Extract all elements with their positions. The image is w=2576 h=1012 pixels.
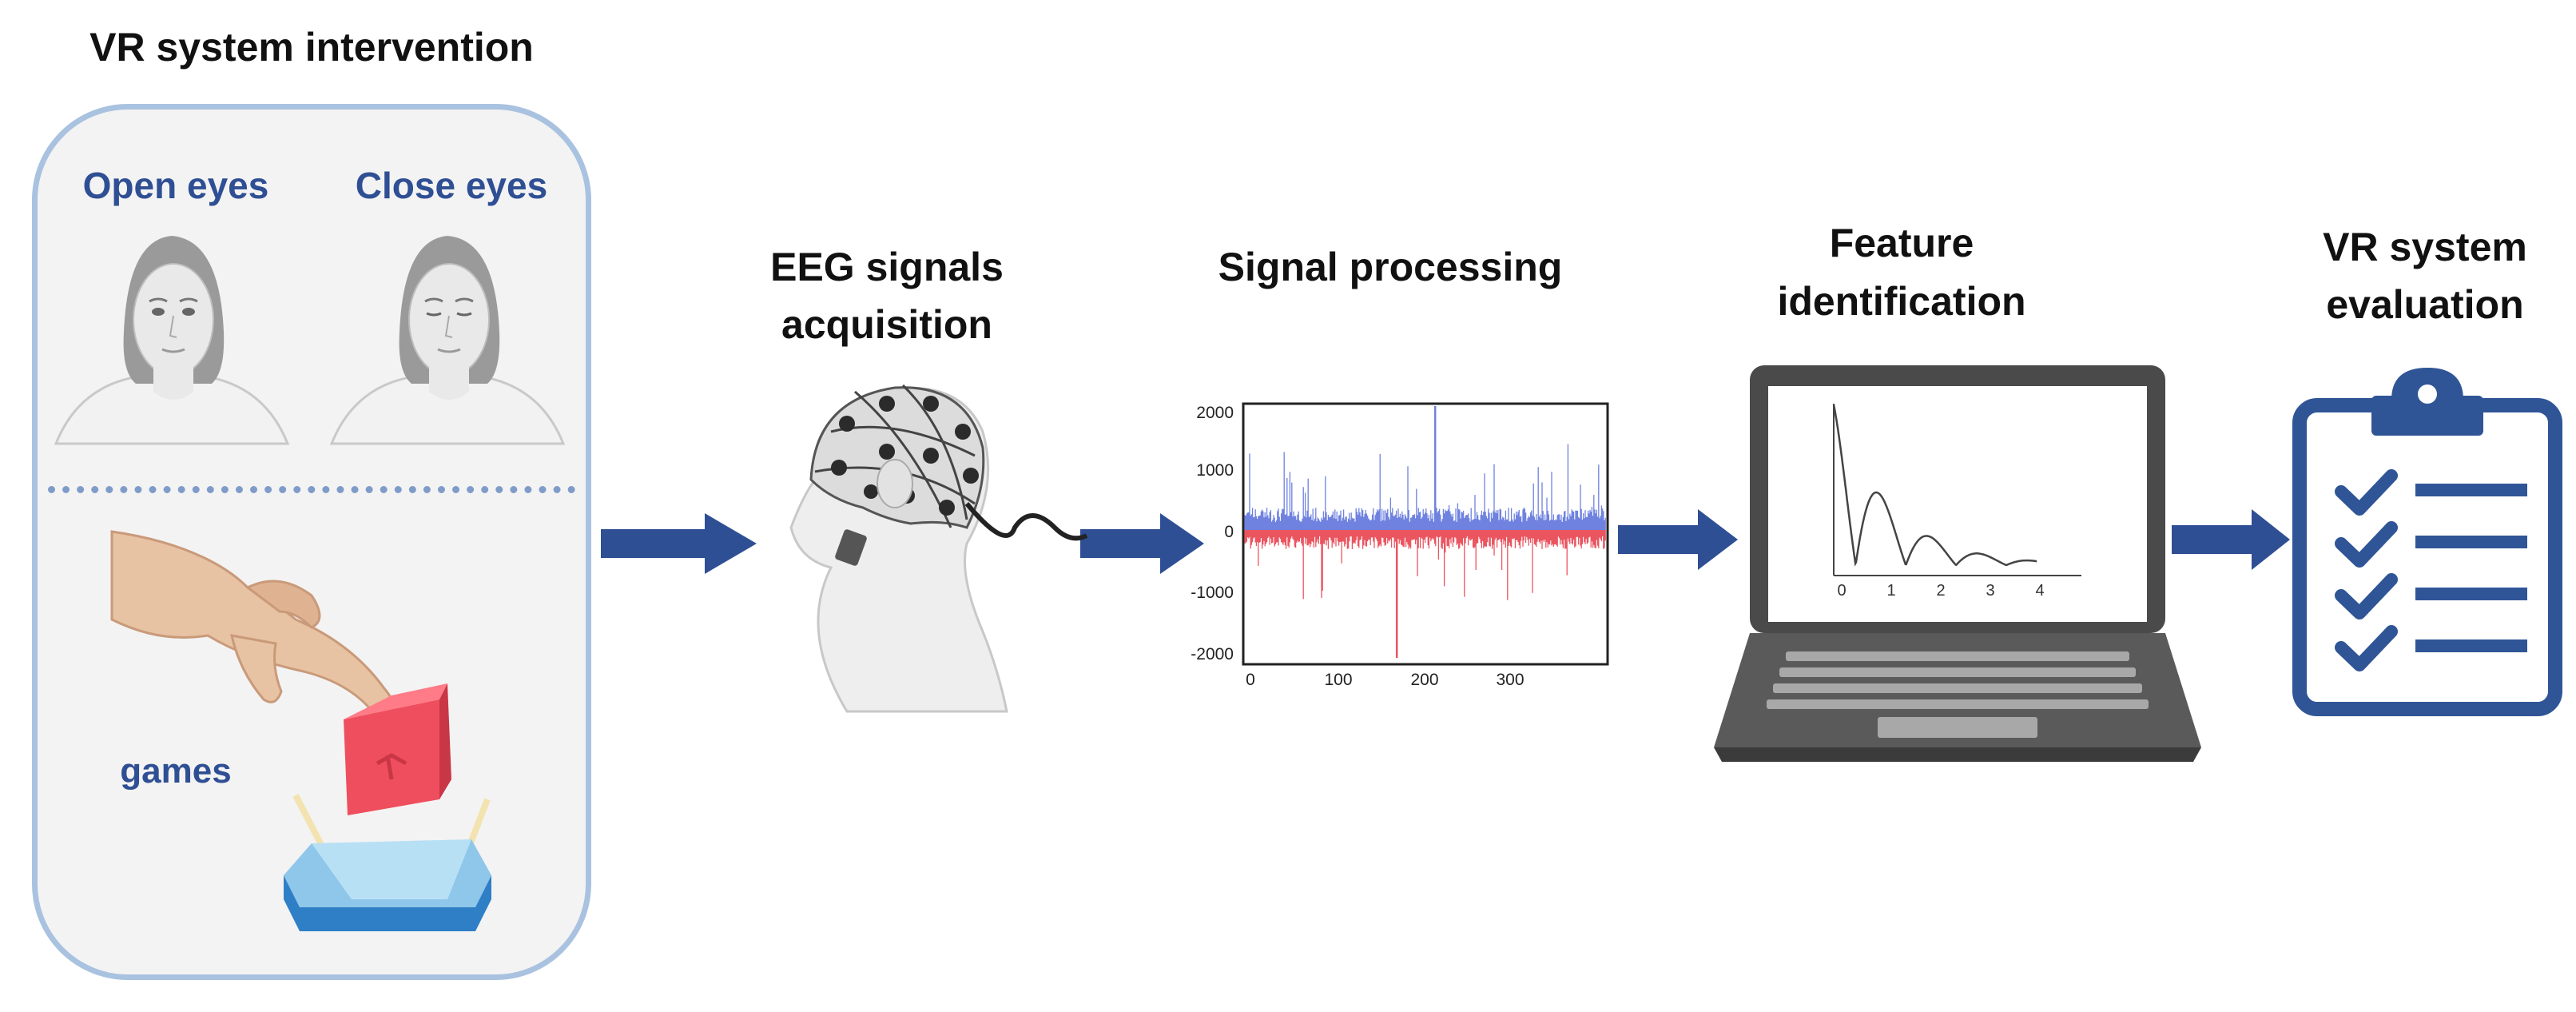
signal-y-tick-1000: 1000	[1196, 461, 1234, 480]
laptop-icon: 0 1 2 3 4	[1714, 365, 2201, 762]
flow-arrow-4	[2172, 509, 2290, 570]
negative-signal-trace	[1244, 530, 1606, 658]
panel-divider	[48, 486, 575, 493]
signal-x-tick-200: 200	[1410, 671, 1438, 689]
signal-x-tick-100: 100	[1324, 671, 1352, 689]
signal-x-tick-0: 0	[1246, 671, 1255, 689]
clipboard-checklist-icon	[2292, 368, 2562, 716]
signal-x-tick-300: 300	[1496, 671, 1524, 689]
eeg-step-title-line1: EEG signals	[770, 245, 1004, 289]
eeg-cap-head-icon	[789, 384, 1088, 713]
feature-step-title-line2: identification	[1777, 279, 2026, 324]
feature-step-title-line1: Feature	[1829, 221, 1974, 265]
signal-y-tick-m2000: -2000	[1191, 645, 1234, 663]
processing-step-title: Signal processing	[1218, 245, 1563, 289]
flow-arrow-3	[1618, 509, 1738, 570]
open-eyes-label: Open eyes	[82, 165, 269, 206]
panel-title: VR system intervention	[89, 25, 534, 70]
feature-x-tick-1: 1	[1886, 582, 1895, 600]
hand-grabbing-cube-icon	[110, 530, 491, 931]
feature-x-tick-2: 2	[1936, 582, 1945, 600]
signal-y-tick-2000: 2000	[1196, 404, 1234, 422]
positive-signal-trace	[1244, 406, 1606, 530]
signal-plot: 2000 1000 0 -1000 -2000 0 100 200 300	[1191, 402, 1609, 689]
eeg-step-title-line2: acquisition	[781, 302, 992, 347]
evaluation-step-title-line1: VR system	[2323, 225, 2527, 269]
games-label: games	[120, 751, 232, 791]
woman-open-eyes-icon	[54, 236, 290, 445]
feature-curve	[1832, 404, 2037, 567]
flow-arrow-2	[1080, 513, 1204, 574]
feature-x-tick-3: 3	[1986, 582, 1994, 600]
signal-y-tick-m1000: -1000	[1191, 584, 1234, 602]
close-eyes-label: Close eyes	[355, 165, 548, 206]
flow-arrow-1	[601, 513, 757, 574]
feature-x-tick-4: 4	[2035, 582, 2044, 600]
signal-y-tick-0: 0	[1224, 523, 1234, 541]
feature-x-tick-0: 0	[1837, 582, 1846, 600]
woman-closed-eyes-icon	[329, 236, 566, 445]
evaluation-step-title-line2: evaluation	[2326, 282, 2524, 327]
